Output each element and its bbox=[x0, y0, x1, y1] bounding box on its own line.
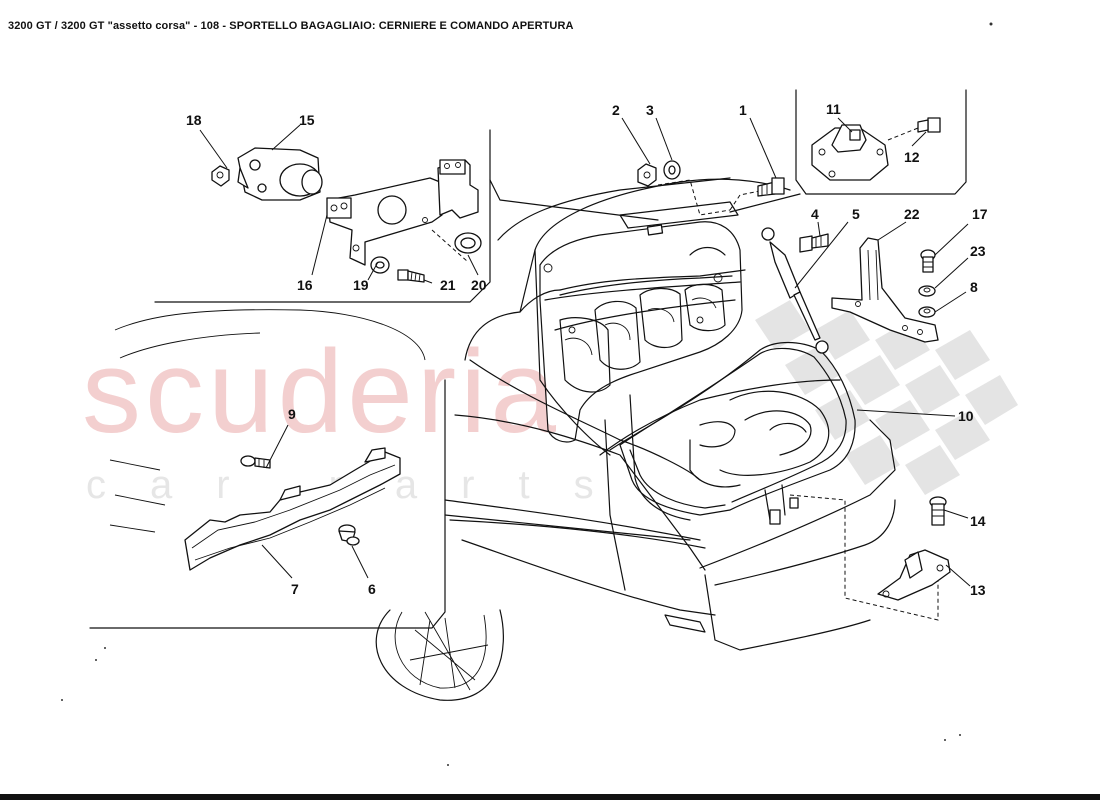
page-title: 3200 GT / 3200 GT "assetto corsa" - 108 … bbox=[8, 20, 574, 32]
bottom-border bbox=[0, 794, 1100, 800]
part-9-bolt bbox=[240, 455, 271, 469]
part-20-grommet bbox=[454, 232, 482, 254]
part-21-screw bbox=[397, 269, 425, 283]
part-2-nut bbox=[637, 163, 657, 187]
callout-23: 23 bbox=[970, 243, 986, 259]
part-11-hinge bbox=[811, 124, 889, 181]
part-1-bolt bbox=[757, 177, 785, 197]
callout-21: 21 bbox=[440, 277, 456, 293]
leader-hinge-inset bbox=[729, 193, 801, 213]
callout-15: 15 bbox=[299, 112, 315, 128]
callout-9: 9 bbox=[288, 406, 296, 422]
callout-labels: 1 2 3 4 5 6 7 8 9 10 11 12 13 14 15 16 1… bbox=[186, 101, 988, 598]
callout-19: 19 bbox=[353, 277, 369, 293]
part-6-bumper-stop bbox=[338, 524, 360, 546]
callout-12: 12 bbox=[904, 149, 920, 165]
callout-18: 18 bbox=[186, 112, 202, 128]
part-17-bolt bbox=[920, 249, 936, 273]
leader-10 bbox=[856, 409, 956, 417]
watermark: scuderia car parts bbox=[82, 300, 1018, 507]
connector-1 bbox=[729, 189, 766, 211]
callout-4: 4 bbox=[811, 206, 819, 222]
callout-10: 10 bbox=[958, 408, 974, 424]
part-13-striker bbox=[877, 549, 951, 601]
part-15-lock-actuator bbox=[237, 147, 323, 201]
part-5-gas-strut bbox=[761, 227, 829, 354]
callout-7: 7 bbox=[291, 581, 299, 597]
inset-frame-hinge bbox=[795, 89, 967, 195]
watermark-brand: scuderia bbox=[82, 326, 560, 458]
part-19-washer bbox=[370, 256, 390, 274]
part-3-washer bbox=[663, 160, 681, 180]
trim-inset-car-outline bbox=[114, 309, 426, 361]
callout-2: 2 bbox=[612, 102, 620, 118]
callout-1: 1 bbox=[739, 102, 747, 118]
inset-frame-lock bbox=[154, 129, 491, 303]
callout-13: 13 bbox=[970, 582, 986, 598]
connector-16-20 bbox=[431, 229, 469, 263]
part-4-bolt bbox=[799, 233, 829, 253]
callout-5: 5 bbox=[852, 206, 860, 222]
inset-frame-trim bbox=[89, 379, 446, 629]
part-22-hinge-bracket bbox=[831, 237, 939, 343]
leader-trim-inset bbox=[444, 514, 691, 541]
scan-specks bbox=[61, 22, 993, 766]
part-16-bracket bbox=[326, 159, 479, 266]
callout-14: 14 bbox=[970, 513, 986, 529]
connector-13 bbox=[789, 494, 939, 621]
callout-22: 22 bbox=[904, 206, 920, 222]
part-18-nut bbox=[211, 165, 230, 187]
callout-17: 17 bbox=[972, 206, 988, 222]
leader-lines bbox=[199, 117, 971, 587]
car-body bbox=[375, 177, 896, 701]
callout-6: 6 bbox=[368, 581, 376, 597]
part-23-washer bbox=[918, 285, 936, 297]
connector-2-3 bbox=[657, 179, 731, 216]
part-7-trim-panel bbox=[184, 447, 401, 571]
part-14-bolt bbox=[929, 496, 947, 526]
callout-20: 20 bbox=[471, 277, 487, 293]
part-8-nut bbox=[918, 306, 936, 318]
part-12-bolt bbox=[887, 117, 941, 141]
leader-lock-inset bbox=[489, 179, 659, 221]
callout-8: 8 bbox=[970, 279, 978, 295]
checkered-flag-icon bbox=[755, 300, 1018, 495]
callout-11: 11 bbox=[826, 101, 841, 117]
callout-16: 16 bbox=[297, 277, 313, 293]
callout-3: 3 bbox=[646, 102, 654, 118]
